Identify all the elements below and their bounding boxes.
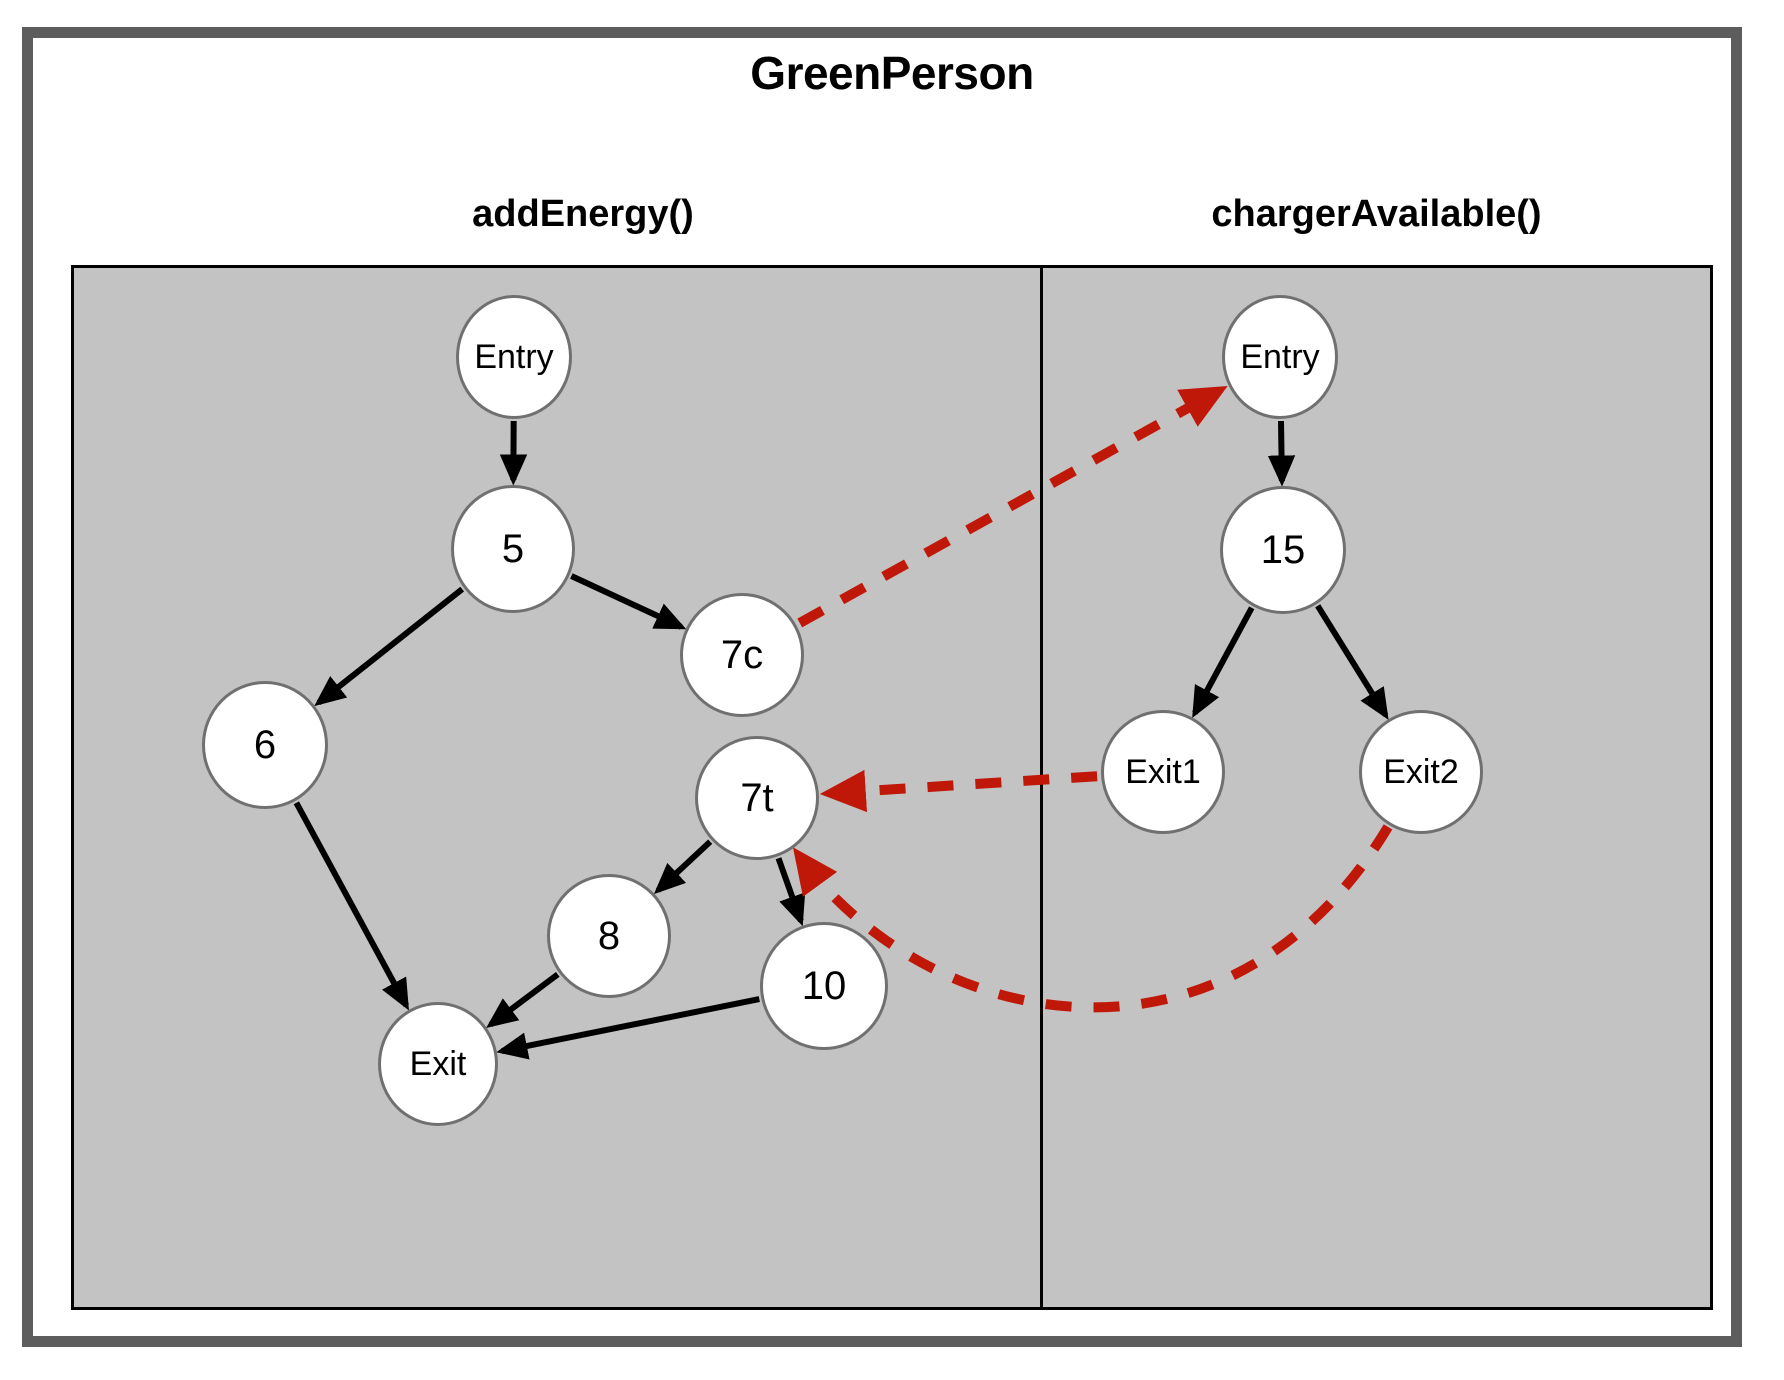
cfg-node-label: Exit2 [1383,753,1459,791]
cfg-node-l-6[interactable]: 6 [202,681,328,809]
cfg-node-l-5[interactable]: 5 [451,485,575,613]
method-label-chargeravailable: chargerAvailable() [1211,193,1542,235]
cfg-node-l-8[interactable]: 8 [547,874,671,998]
cfg-node-label: 7c [720,633,764,677]
cfg-node-label: 10 [801,964,847,1008]
cfg-node-l-7c[interactable]: 7c [680,593,804,717]
page-title: GreenPerson [750,47,1034,99]
cfg-node-label: Exit1 [1125,753,1201,791]
cfg-node-l-exit[interactable]: Exit [378,1002,498,1126]
cfg-node-r-15[interactable]: 15 [1220,486,1346,614]
cfg-node-l-entry[interactable]: Entry [456,295,572,419]
cfg-node-label: 15 [1260,528,1306,572]
cfg-node-label: Exit [409,1045,467,1083]
cfg-node-label: 5 [501,527,525,571]
cfg-node-l-7t[interactable]: 7t [695,736,819,860]
cfg-node-r-entry[interactable]: Entry [1222,295,1338,419]
cfg-node-label: 7t [740,776,774,820]
method-label-addenergy: addEnergy() [472,193,694,235]
cfg-node-label: Entry [1240,338,1320,376]
cfg-node-label: 8 [597,914,621,958]
cfg-node-label: Entry [474,338,554,376]
cfg-node-label: 6 [253,723,277,767]
cfg-node-r-exit1[interactable]: Exit1 [1101,710,1225,834]
cfg-node-l-10[interactable]: 10 [760,922,888,1050]
cfg-node-r-exit2[interactable]: Exit2 [1359,710,1483,834]
